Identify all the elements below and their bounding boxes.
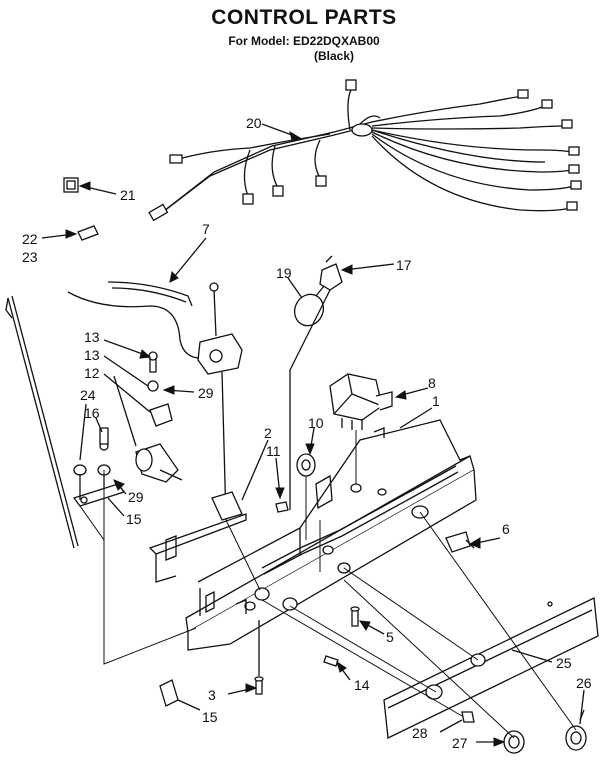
grommet-8-drawing bbox=[296, 453, 316, 477]
callout-17: 17 bbox=[396, 257, 412, 273]
callout-1: 1 bbox=[432, 393, 440, 409]
callout-3: 3 bbox=[208, 687, 216, 703]
callout-26: 26 bbox=[576, 675, 592, 691]
color-line: (Black) bbox=[313, 49, 354, 63]
bulb-19-drawing bbox=[293, 285, 325, 327]
tube-5-drawing bbox=[67, 281, 206, 359]
clip-22-drawing bbox=[77, 225, 99, 241]
callout-13-upper: 13 bbox=[84, 329, 100, 345]
screw-3-drawing bbox=[254, 620, 264, 695]
thermostat-drawing bbox=[197, 282, 243, 521]
callout-leaders bbox=[41, 123, 585, 747]
rod-23-drawing bbox=[5, 295, 79, 549]
callout-29-lower: 29 bbox=[128, 489, 144, 505]
screw-7-drawing bbox=[350, 606, 360, 627]
callout-2: 2 bbox=[264, 425, 272, 441]
callout-20: 20 bbox=[246, 115, 262, 131]
clip-4-drawing bbox=[445, 531, 475, 553]
callout-14: 15 bbox=[202, 709, 218, 725]
callout-13-lower: 14 bbox=[354, 677, 370, 693]
callout-labels: 20 21 22 23 7 17 19 8 1 10 2 11 13 13 12… bbox=[22, 115, 592, 751]
callout-24: 24 bbox=[80, 387, 96, 403]
callout-27: 27 bbox=[452, 735, 468, 751]
callout-10: 11 bbox=[266, 443, 281, 459]
callout-23: 23 bbox=[22, 249, 38, 265]
callout-8: 10 bbox=[308, 415, 324, 431]
screw-10-drawing bbox=[275, 501, 289, 513]
callout-19: 19 bbox=[276, 265, 292, 281]
callout-12: 13 bbox=[84, 347, 100, 363]
wiring-harness-drawing bbox=[148, 79, 582, 222]
clip-14-drawing bbox=[159, 679, 179, 707]
callout-7: 5 bbox=[386, 629, 394, 645]
callout-28: 28 bbox=[412, 725, 428, 741]
socket-17-drawing bbox=[289, 255, 343, 510]
callout-4: 6 bbox=[502, 521, 510, 537]
callout-11: 12 bbox=[84, 365, 100, 381]
callout-16: 16 bbox=[84, 405, 100, 421]
connector-21-drawing bbox=[63, 177, 79, 193]
callout-22: 22 bbox=[22, 231, 38, 247]
callout-25: 25 bbox=[556, 655, 572, 671]
bracket-2-drawing bbox=[148, 491, 247, 583]
diagram-title: CONTROL PARTS bbox=[211, 6, 397, 29]
knob-26-drawing bbox=[565, 709, 587, 751]
callout-6: 8 bbox=[428, 375, 436, 391]
clip-28-drawing bbox=[461, 711, 475, 723]
callout-5: 7 bbox=[202, 221, 210, 237]
knob-27-drawing bbox=[503, 730, 525, 754]
knob-shaft-drawing bbox=[72, 427, 183, 507]
relay-6-drawing bbox=[329, 373, 393, 430]
callout-15: 15 bbox=[126, 511, 142, 527]
assembly-lines bbox=[79, 430, 577, 739]
housing-1-drawing bbox=[185, 419, 477, 651]
callout-21: 21 bbox=[120, 187, 136, 203]
model-line: For Model: ED22DQXAB00 bbox=[228, 34, 380, 48]
callout-29-upper: 29 bbox=[198, 385, 214, 401]
screw-13-lower-drawing bbox=[323, 655, 339, 667]
